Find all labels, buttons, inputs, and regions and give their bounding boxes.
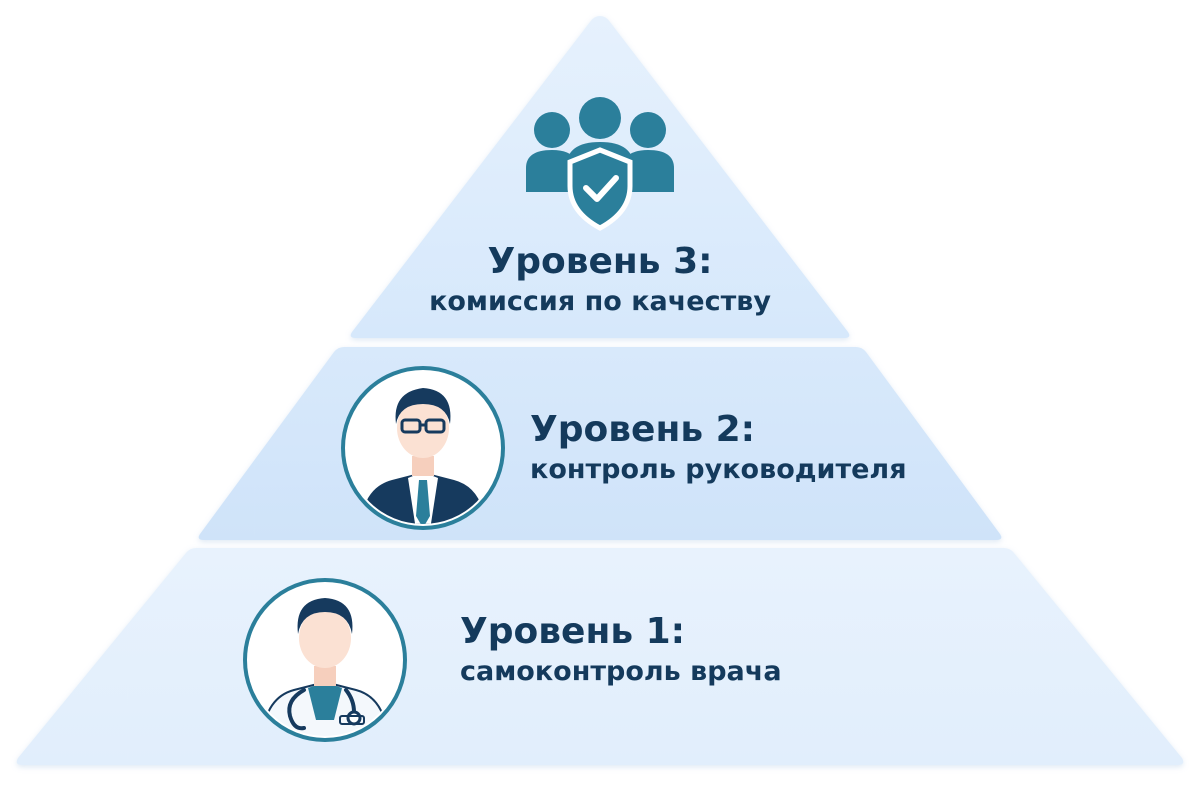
- doctor-avatar-icon: [243, 578, 407, 742]
- level-1-title: Уровень 1:: [460, 611, 686, 652]
- level-3-subtitle: комиссия по качеству: [429, 286, 771, 317]
- level-2-subtitle: контроль руководителя: [530, 454, 907, 485]
- group-shield-check-icon: [526, 97, 674, 231]
- level-2-title: Уровень 2:: [530, 409, 756, 450]
- level-3-label: Уровень 3: комиссия по качеству: [420, 240, 780, 320]
- level-1-label: Уровень 1: самоконтроль врача: [460, 610, 880, 690]
- manager-avatar-icon: [341, 366, 505, 530]
- level-3-title: Уровень 3:: [487, 241, 713, 282]
- level-1-subtitle: самоконтроль врача: [460, 656, 782, 687]
- level-2-label: Уровень 2: контроль руководителя: [530, 408, 950, 488]
